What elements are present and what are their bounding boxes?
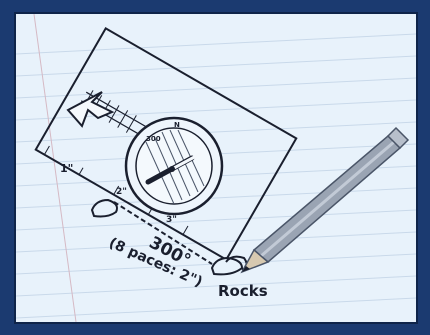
sketch-photo: 1" 2" 3" 300 N 300° (8 paces: 2") Rocks <box>14 12 418 324</box>
tick-label-3: 3" <box>166 215 177 225</box>
tick-label-2: 2" <box>116 187 127 197</box>
compass-bezel <box>126 118 222 214</box>
travel-arrow-icon <box>68 92 112 126</box>
rocks-label: Rocks <box>218 282 268 300</box>
tick-label-1: 1" <box>60 162 73 175</box>
compass-sketch: 1" 2" 3" 300 N 300° (8 paces: 2") Rocks <box>16 14 416 322</box>
bezel-label-300: 300 <box>146 135 161 143</box>
pencil-icon <box>242 128 408 272</box>
start-rock-icon <box>92 200 117 217</box>
north-label: N <box>174 121 180 129</box>
